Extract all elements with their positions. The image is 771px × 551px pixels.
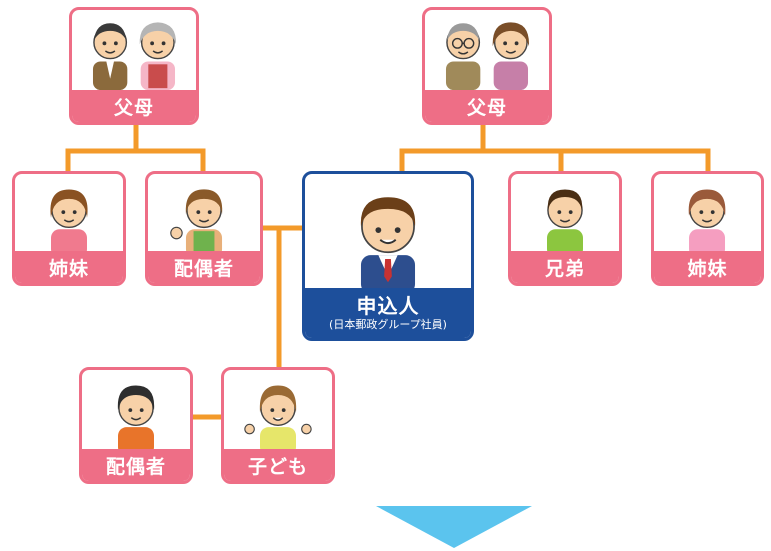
brother-card: 兄弟	[508, 171, 622, 286]
spouse-card: 配偶者	[145, 171, 263, 286]
down-arrow-icon	[376, 506, 532, 548]
maternal-parents-card: 父母	[422, 7, 552, 125]
card-label: 父母	[425, 90, 549, 122]
boy-icon	[511, 174, 619, 257]
child-spouse-card: 配偶者	[79, 367, 193, 484]
woman-icon	[15, 174, 123, 257]
sister-left-card: 姉妹	[12, 171, 126, 286]
grandparents-glasses-icon	[425, 10, 549, 90]
card-label: 姉妹	[15, 251, 123, 283]
child-card: 子ども	[221, 367, 335, 484]
applicant-label: 申込人 (日本郵政グループ社員)	[305, 288, 471, 338]
man-suit-icon	[305, 174, 471, 291]
woman-apron-icon	[148, 174, 260, 257]
grandparents-icon	[72, 10, 196, 90]
card-label: 子ども	[224, 449, 332, 481]
man-icon	[82, 370, 190, 455]
card-label: 配偶者	[82, 449, 190, 481]
card-label: 姉妹	[654, 251, 761, 283]
applicant-subtitle: (日本郵政グループ社員)	[329, 317, 447, 331]
sister-right-card: 姉妹	[651, 171, 764, 286]
applicant-card: 申込人 (日本郵政グループ社員)	[302, 171, 474, 341]
applicant-title: 申込人	[356, 293, 420, 318]
child-icon	[224, 370, 332, 455]
card-label: 配偶者	[148, 251, 260, 283]
card-label: 父母	[72, 90, 196, 122]
paternal-parents-card: 父母	[69, 7, 199, 125]
card-label: 兄弟	[511, 251, 619, 283]
woman-pink-icon	[654, 174, 761, 257]
